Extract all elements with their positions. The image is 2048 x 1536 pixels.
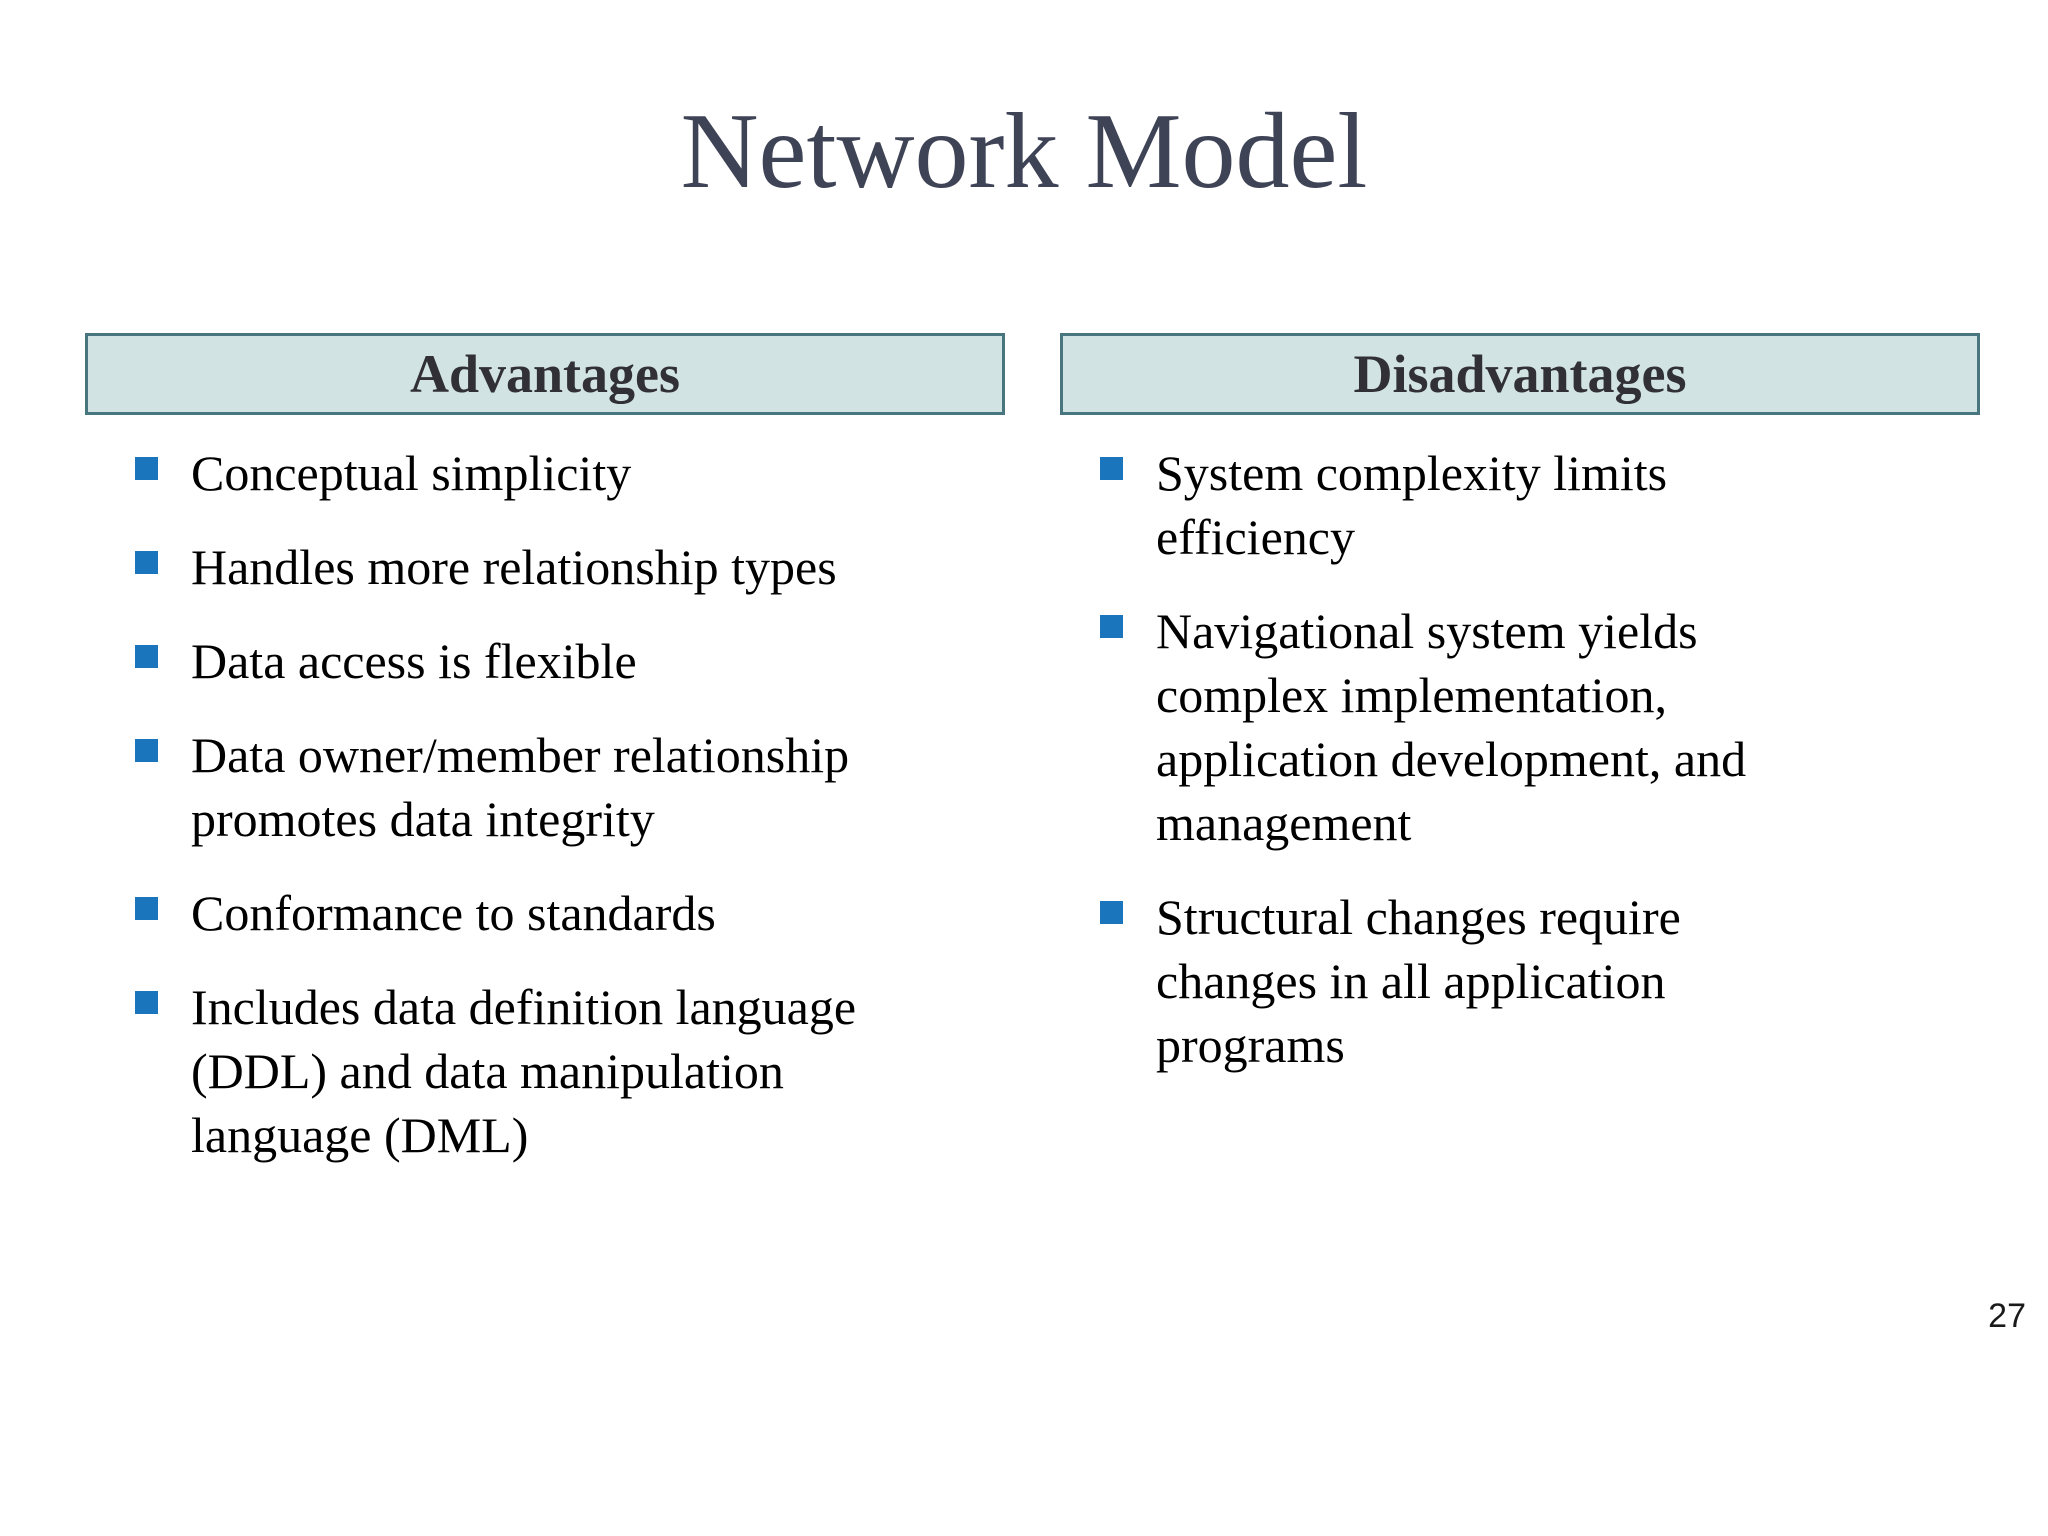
bullet-text: Includes data definition language (DDL) …	[191, 979, 857, 1163]
list-item: Navigational system yields complex imple…	[1100, 599, 1980, 855]
bullet-square-icon	[1100, 457, 1123, 480]
bullet-text: Data access is flexible	[191, 633, 637, 689]
bullet-square-icon	[135, 739, 158, 762]
slide-title: Network Model	[680, 92, 1368, 211]
list-item: Data owner/member relationship promotes …	[135, 723, 1005, 851]
list-item: Conformance to standards	[135, 881, 1005, 945]
bullet-square-icon	[135, 645, 158, 668]
bullet-square-icon	[135, 551, 158, 574]
bullet-square-icon	[135, 897, 158, 920]
bullet-text: Handles more relationship types	[191, 539, 837, 595]
bullet-text: Data owner/member relationship promotes …	[191, 727, 850, 847]
bullet-text: Conceptual simplicity	[191, 445, 632, 501]
bullet-square-icon	[1100, 615, 1123, 638]
disadvantages-column: Disadvantages System complexity limits e…	[1060, 333, 1980, 1107]
list-item: Includes data definition language (DDL) …	[135, 975, 1005, 1167]
list-item: Data access is flexible	[135, 629, 1005, 693]
bullet-square-icon	[135, 991, 158, 1014]
bullet-square-icon	[1100, 901, 1123, 924]
page-number: 27	[1988, 1297, 2026, 1335]
disadvantages-list: System complexity limits efficiency Navi…	[1060, 441, 1980, 1077]
bullet-text: Structural changes require changes in al…	[1156, 889, 1681, 1073]
list-item: Structural changes require changes in al…	[1100, 885, 1980, 1077]
disadvantages-header-label: Disadvantages	[1353, 344, 1687, 404]
advantages-header-box: Advantages	[85, 333, 1005, 415]
bullet-square-icon	[135, 457, 158, 480]
advantages-list: Conceptual simplicity Handles more relat…	[85, 441, 1005, 1167]
bullet-text: Conformance to standards	[191, 885, 716, 941]
list-item: Conceptual simplicity	[135, 441, 1005, 505]
bullet-text: System complexity limits efficiency	[1156, 445, 1668, 565]
bullet-text: Navigational system yields complex imple…	[1156, 603, 1747, 851]
advantages-column: Advantages Conceptual simplicity Handles…	[85, 333, 1005, 1197]
list-item: Handles more relationship types	[135, 535, 1005, 599]
list-item: System complexity limits efficiency	[1100, 441, 1980, 569]
disadvantages-header-box: Disadvantages	[1060, 333, 1980, 415]
advantages-header-label: Advantages	[409, 344, 681, 404]
